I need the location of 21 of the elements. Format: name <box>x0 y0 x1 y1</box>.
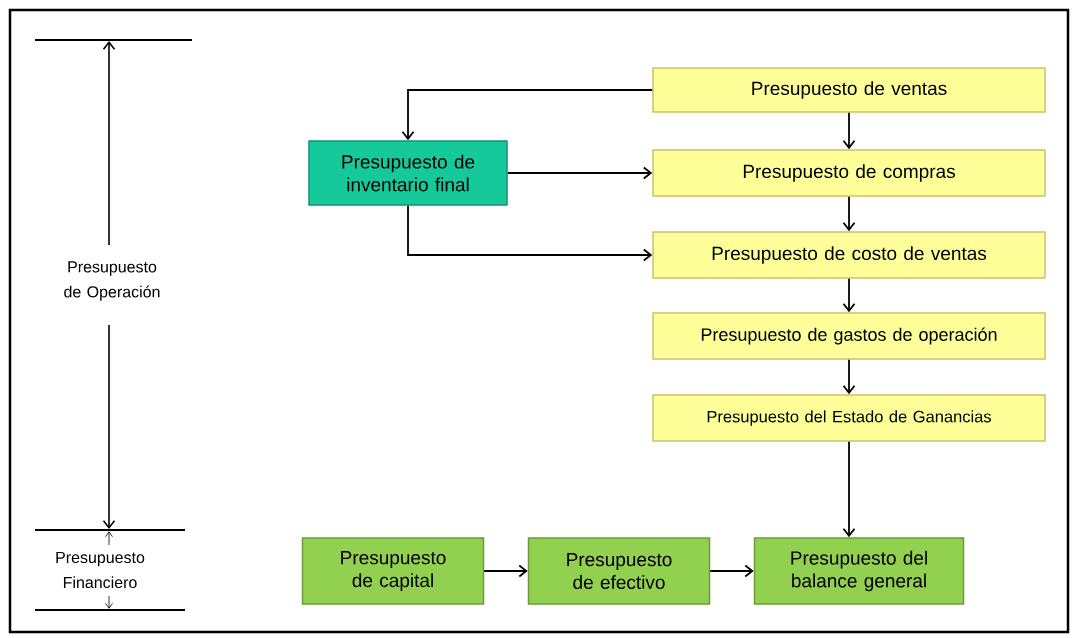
dimension-label: Presupuesto de Operación <box>64 261 160 301</box>
arrow <box>401 89 654 141</box>
arrow <box>407 204 653 262</box>
arrow <box>842 277 856 313</box>
arrow <box>709 564 754 578</box>
arrow <box>506 166 653 180</box>
process-box: Presupuesto del Estado de Ganancias <box>652 394 1046 442</box>
arrow <box>483 564 528 578</box>
process-box: Presupuesto de costo de ventas <box>652 231 1046 279</box>
process-box: Presupuesto del balance general <box>753 537 965 605</box>
arrow <box>842 358 856 395</box>
process-box: Presupuesto de compras <box>652 149 1046 197</box>
process-box: Presupuesto de efectivo <box>527 537 711 605</box>
process-box: Presupuesto de ventas <box>652 67 1046 113</box>
process-box: Presupuesto de capital <box>301 537 485 605</box>
dimension-label: Presupuesto Financiero <box>56 551 145 589</box>
process-box: Presupuesto de gastos de operación <box>652 312 1046 360</box>
arrow <box>842 195 856 232</box>
arrow <box>842 440 856 538</box>
process-box: Presupuesto de inventario final <box>308 140 508 206</box>
arrow <box>842 111 856 150</box>
